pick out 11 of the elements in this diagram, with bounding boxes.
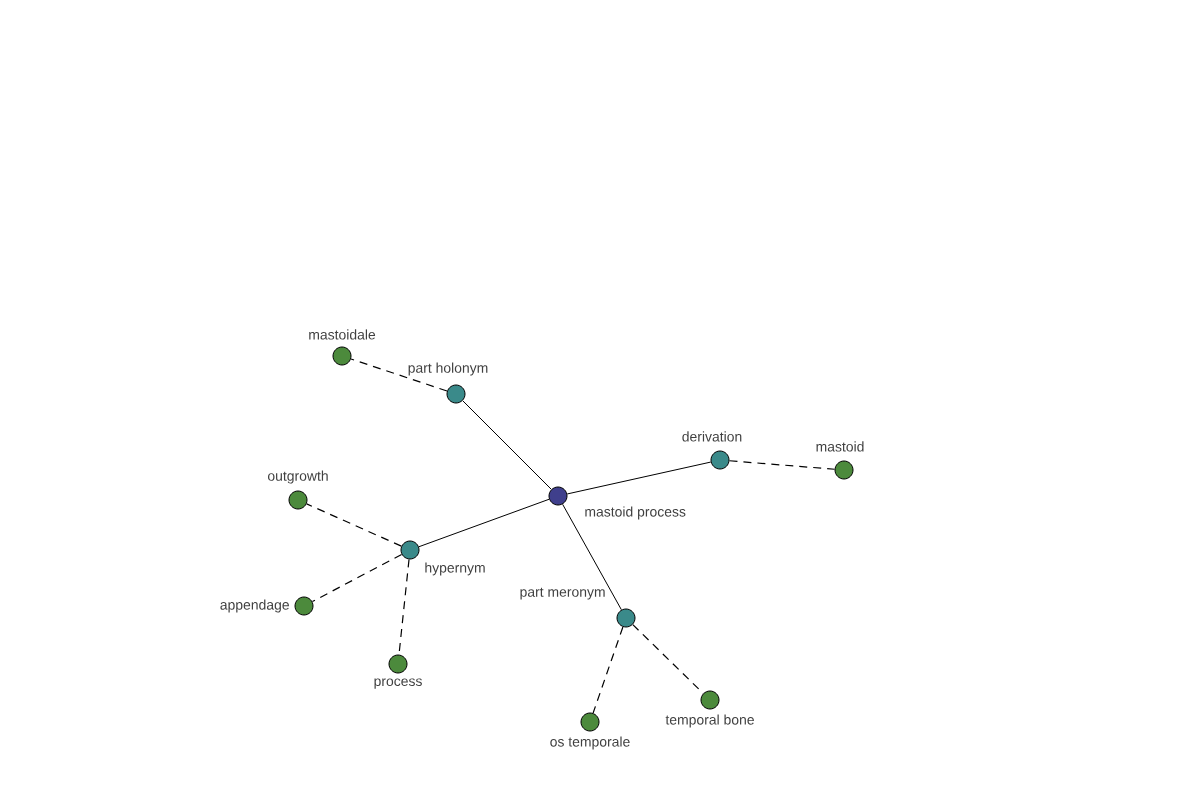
connector-line — [306, 503, 402, 547]
connector-line — [592, 626, 624, 714]
connector-line — [566, 461, 712, 495]
connector-line — [728, 460, 836, 470]
connector-line — [398, 558, 410, 656]
connector-line — [632, 624, 704, 694]
connector-line — [311, 553, 403, 603]
connector-line — [418, 498, 550, 548]
connector-line — [462, 400, 552, 490]
connector-line — [350, 358, 448, 392]
connector-line — [562, 503, 622, 611]
